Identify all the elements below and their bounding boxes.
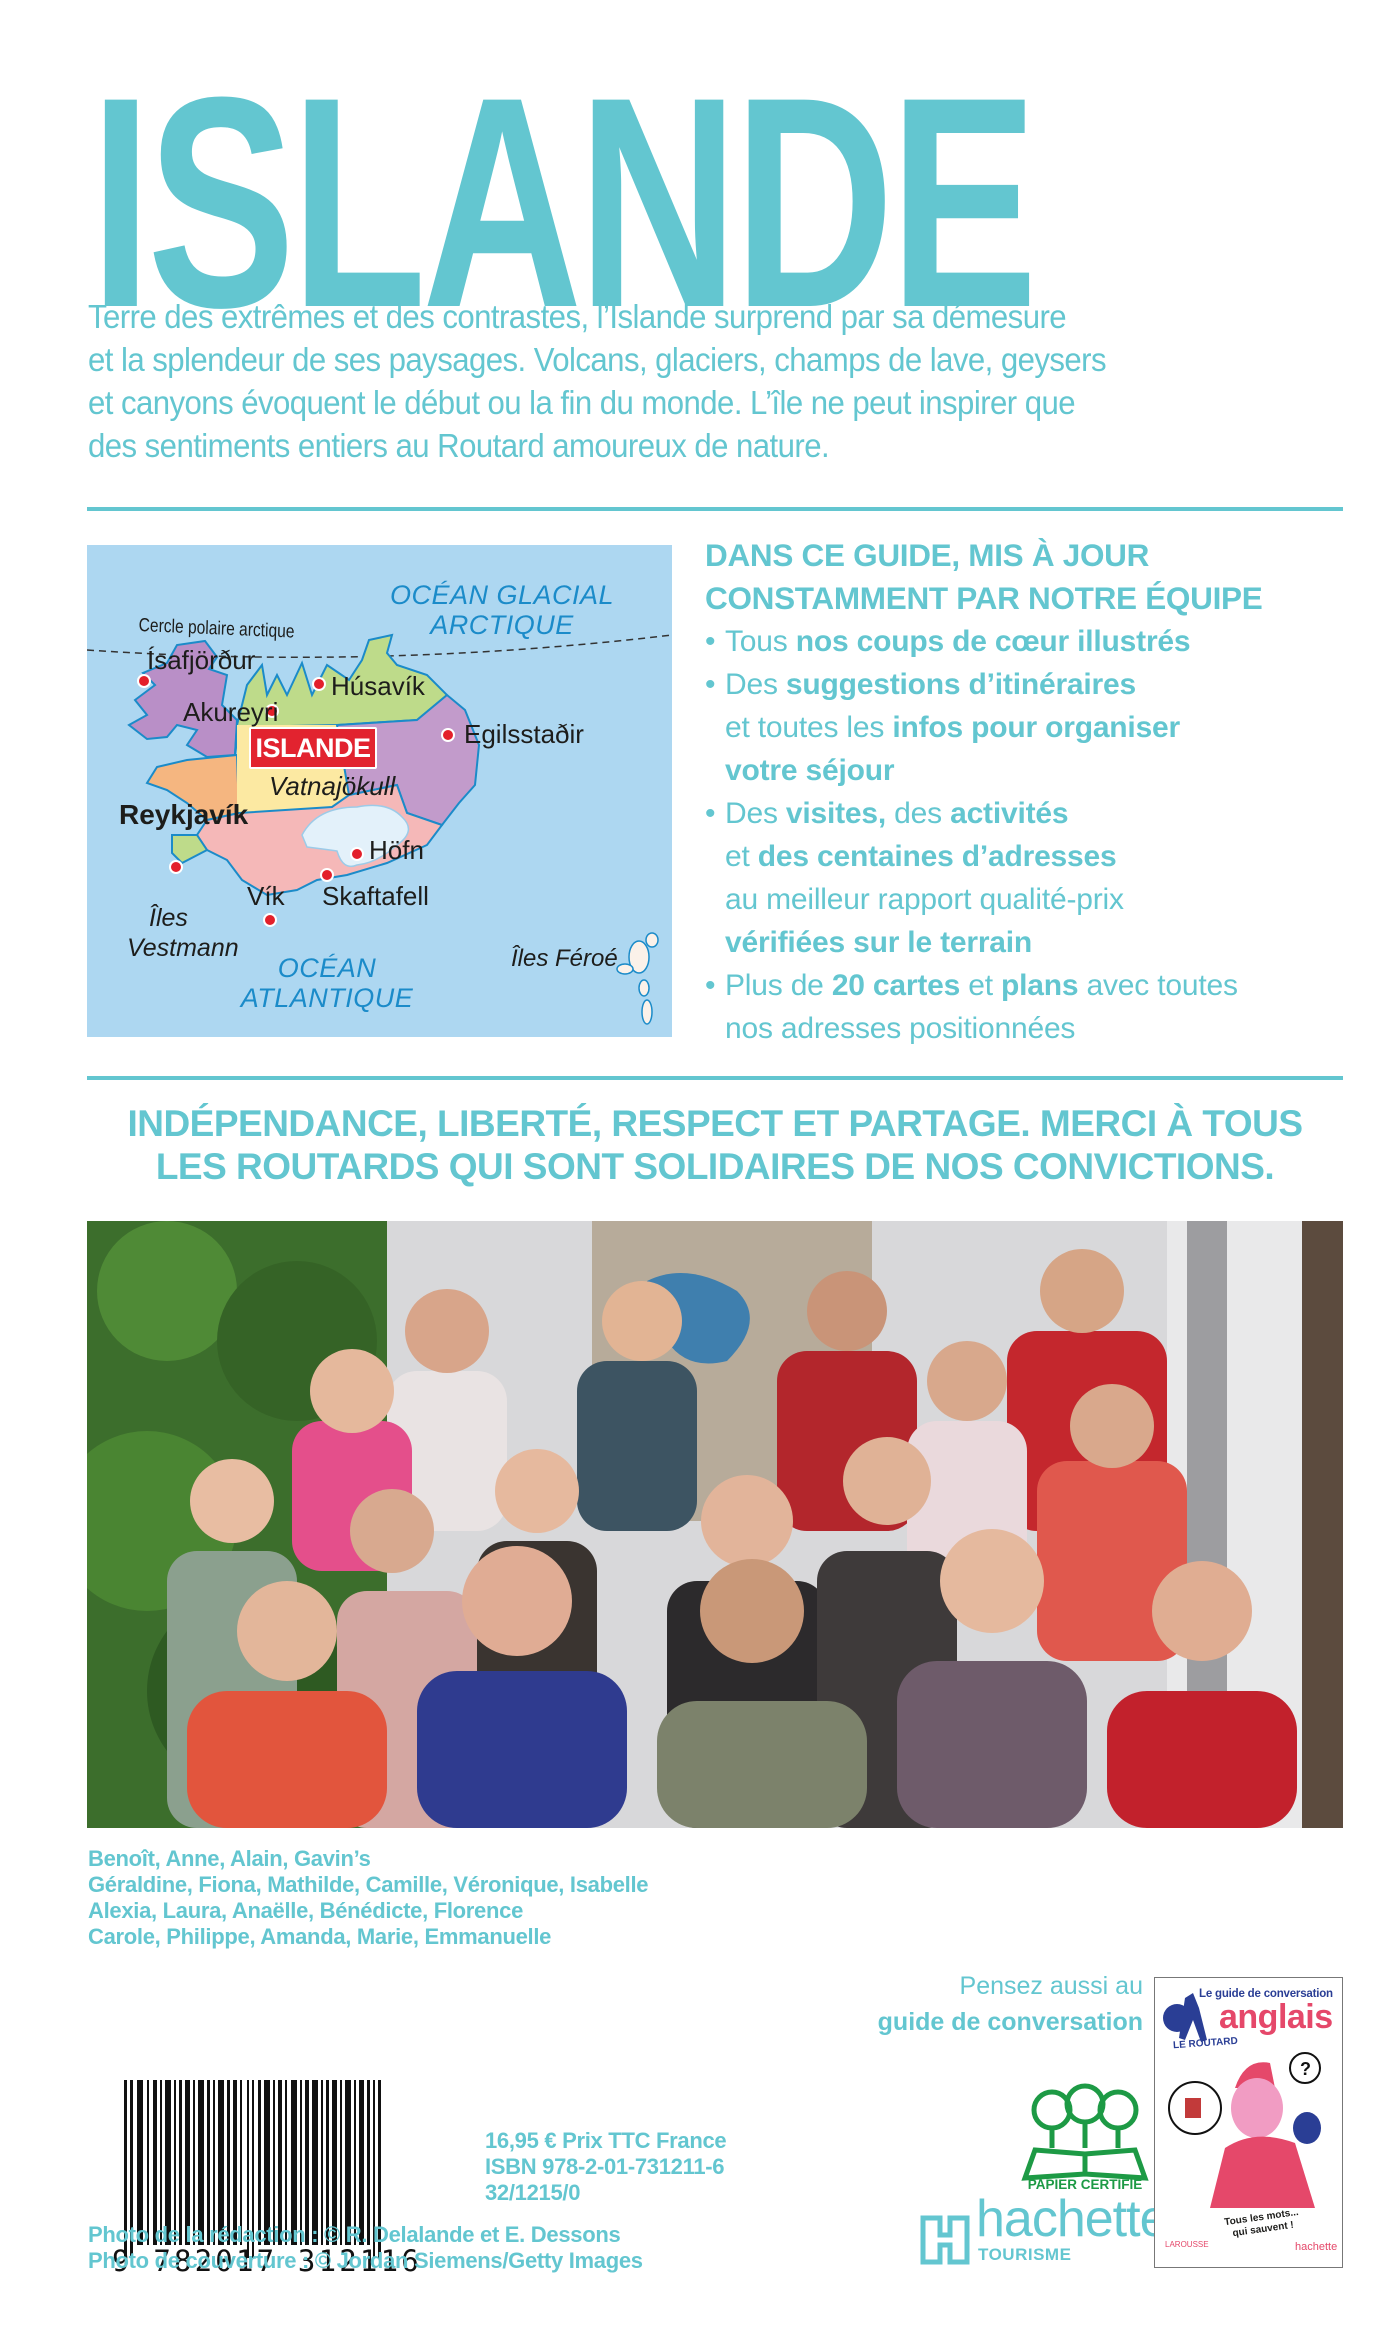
ocean-south-label: OCÉAN ATLANTIQUE <box>240 953 414 1013</box>
hachette-h-icon <box>920 2215 970 2265</box>
slogan: INDÉPENDANCE, LIBERTÉ, RESPECT ET PARTAG… <box>87 1102 1343 1188</box>
feature-item: •Des visites, des activités <box>705 792 1345 835</box>
city-reykjavik: Reykjavík <box>119 799 249 830</box>
divider-top <box>87 507 1343 511</box>
promo-line-1: Pensez aussi au <box>959 1972 1143 2000</box>
intro-line: et la splendeur de ses paysages. Volcans… <box>88 342 1107 379</box>
city-egilsstadir: Egilsstaðir <box>464 719 584 749</box>
barcode-digits: 9 782017 312116 <box>112 2244 422 2278</box>
divider-middle <box>87 1076 1343 1080</box>
cover-partner: LAROUSSE <box>1165 2240 1209 2249</box>
price-line: 16,95 € Prix TTC France <box>485 2128 727 2153</box>
names-line: Géraldine, Fiona, Mathilde, Camille, Vér… <box>88 1872 649 1897</box>
cover-subtitle: Le guide de conversation <box>1199 1988 1333 2000</box>
slogan-line: LES ROUTARDS QUI SONT SOLIDAIRES DE NOS … <box>155 1146 1275 1187</box>
iceland-map: OCÉAN GLACIAL ARCTIQUE Cercle polaire ar… <box>87 545 672 1037</box>
ocean-north-label: OCÉAN GLACIAL ARCTIQUE <box>389 580 615 640</box>
guide-heading-line: CONSTAMMENT PAR NOTRE ÉQUIPE <box>705 580 1263 616</box>
photo-credits: Photo de la rédaction : © R. Delalande e… <box>88 2222 643 2274</box>
bullet-icon: • <box>705 969 716 1002</box>
names-line: Alexia, Laura, Anaëlle, Bénédicte, Flore… <box>88 1898 524 1923</box>
feature-item-continuation: et toutes les infos pour organiser <box>725 711 1181 744</box>
cover-publisher: hachette <box>1295 2241 1338 2253</box>
guide-heading-line: DANS CE GUIDE, MIS À JOUR <box>705 537 1150 573</box>
city-vik: Vík <box>247 881 285 911</box>
bullet-icon: • <box>705 797 716 830</box>
team-names: Benoît, Anne, Alain, Gavin’s Géraldine, … <box>88 1846 649 1950</box>
certified-paper-label: PAPIER CERTIFIÉ <box>1027 2177 1143 2192</box>
cover-illustration: ? <box>1163 1993 1321 2208</box>
intro-line: Terre des extrêmes et des contrastes, l’… <box>88 299 1067 336</box>
isbn-barcode <box>110 2080 402 2298</box>
team-photo-graphic <box>87 1221 1343 1828</box>
feature-item: •Tous nos coups de cœur illustrés <box>705 620 1345 663</box>
publisher-sub: TOURISME <box>978 2245 1072 2264</box>
price-isbn-block: 16,95 € Prix TTC France ISBN 978-2-01-73… <box>485 2128 727 2206</box>
city-isafjordur: Ísafjörður <box>147 645 256 675</box>
city-skaftafell: Skaftafell <box>322 881 429 911</box>
city-hofn: Höfn <box>369 835 424 865</box>
city-akureyri: Akureyri <box>183 697 279 727</box>
barcode-icon <box>124 2080 381 2258</box>
slogan-line: INDÉPENDANCE, LIBERTÉ, RESPECT ET PARTAG… <box>127 1103 1303 1144</box>
svg-text:?: ? <box>1300 2059 1311 2079</box>
vestmann-islands-label: Îles Vestmann <box>127 904 239 962</box>
publisher-name: hachette <box>976 2190 1168 2248</box>
bullet-icon: • <box>705 668 716 701</box>
feature-item: •Plus de 20 cartes et plans avec toutes <box>705 964 1345 1007</box>
country-label: ISLANDE <box>249 727 377 769</box>
intro-line: des sentiments entiers au Routard amoure… <box>88 428 830 465</box>
feature-item-continuation: votre séjour <box>725 754 895 787</box>
credit-line: Photo de la rédaction : © R. Delalande e… <box>88 2222 621 2247</box>
page-title: ISLANDE <box>90 34 1038 370</box>
conversation-guide-cover[interactable]: ? Le guide de conversation anglais LE RO… <box>1154 1977 1343 2268</box>
isbn-line: ISBN 978-2-01-731211-6 <box>485 2154 725 2179</box>
feature-item: •Des suggestions d’itinéraires <box>705 663 1345 706</box>
intro-line: et canyons évoquent le début ou la fin d… <box>88 385 1076 422</box>
feature-item-continuation: et des centaines d’adresses <box>725 840 1117 873</box>
faroe-islands-label: Îles Féroé <box>511 945 618 972</box>
city-husavik: Húsavík <box>331 671 425 701</box>
guide-features: DANS CE GUIDE, MIS À JOUR CONSTAMMENT PA… <box>705 534 1345 1050</box>
intro-paragraph: Terre des extrêmes et des contrastes, l’… <box>88 296 1378 468</box>
feature-item-continuation: vérifiées sur le terrain <box>725 926 1033 959</box>
feature-item-continuation: nos adresses positionnées <box>725 1012 1076 1045</box>
certified-paper-logo <box>1020 2082 1150 2202</box>
cover-title: anglais <box>1219 1998 1333 2036</box>
conversation-guide-promo: Pensez aussi au guide de conversation <box>800 1968 1143 2040</box>
credit-line: Photo de couverture : © Jordan Siemens/G… <box>88 2248 643 2273</box>
team-photo <box>87 1221 1343 1828</box>
bullet-icon: • <box>705 625 716 658</box>
feature-item-continuation: au meilleur rapport qualité-prix <box>725 883 1124 916</box>
names-line: Benoît, Anne, Alain, Gavin’s <box>88 1846 371 1871</box>
promo-line-2: guide de conversation <box>877 2008 1143 2036</box>
names-line: Carole, Philippe, Amanda, Marie, Emmanue… <box>88 1924 552 1949</box>
glacier-label: Vatnajökull <box>269 771 396 801</box>
code-line: 32/1215/0 <box>485 2180 581 2205</box>
trees-book-icon <box>1021 2083 1149 2181</box>
